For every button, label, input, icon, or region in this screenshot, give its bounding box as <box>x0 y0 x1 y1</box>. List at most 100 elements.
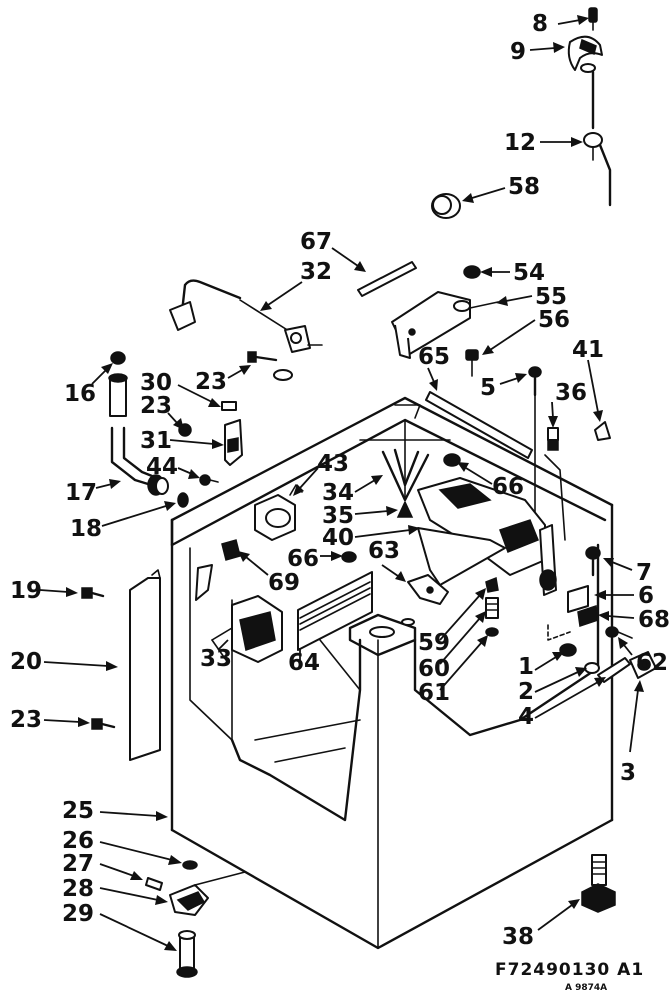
callout-59: 59 <box>418 630 450 656</box>
part-bolt-56 <box>465 349 479 377</box>
part-shield-64 <box>297 571 373 651</box>
part-nut-66a <box>443 453 461 467</box>
part-clip-30 <box>221 401 237 411</box>
callout-64: 64 <box>288 650 320 676</box>
part-screw-8 <box>588 7 598 31</box>
part-wire-harness-32 <box>169 279 323 353</box>
part-leveling-leg-38 <box>581 854 616 913</box>
callout-31: 31 <box>140 428 172 454</box>
callout-8: 8 <box>532 11 548 37</box>
callout-54: 54 <box>513 260 545 286</box>
callout-58: 58 <box>508 174 540 200</box>
callout-29: 29 <box>62 901 94 927</box>
leader-lines <box>39 15 644 951</box>
part-screw-44b <box>199 474 219 486</box>
part-plate-6 <box>567 585 589 613</box>
part-spring-60 <box>485 597 499 619</box>
part-switch-31 <box>224 419 243 466</box>
callout-68: 68 <box>638 607 670 633</box>
part-seal-2 <box>584 662 600 674</box>
part-clamp-9 <box>567 35 603 73</box>
part-bracket-55 <box>391 291 499 359</box>
part-valve-43 <box>254 484 303 541</box>
callout-56: 56 <box>538 307 570 333</box>
part-hose-12 <box>583 70 612 207</box>
callout-5: 5 <box>480 375 496 401</box>
part-plate-68 <box>577 605 599 627</box>
callout-23a: 23 <box>195 369 227 395</box>
callout-17: 17 <box>65 480 97 506</box>
callout-60: 60 <box>418 656 450 682</box>
part-clamp-44 <box>147 474 169 496</box>
callout-1: 1 <box>518 654 534 680</box>
part-pin-62 <box>605 626 633 639</box>
part-cap-3 <box>629 651 657 679</box>
diagram-footer-sub: A 9874A <box>565 983 607 993</box>
part-foot-28 <box>169 871 246 916</box>
callout-36: 36 <box>555 380 587 406</box>
callout-43: 43 <box>317 451 349 477</box>
callout-9: 9 <box>510 39 526 65</box>
callout-23b: 23 <box>140 393 172 419</box>
part-washer-26 <box>182 860 198 870</box>
part-washer-18 <box>177 492 189 508</box>
callout-25: 25 <box>62 798 94 824</box>
part-strap-67 <box>357 261 417 297</box>
callout-26: 26 <box>62 828 94 854</box>
part-plug-58 <box>431 193 461 219</box>
callout-55: 55 <box>535 284 567 310</box>
part-nut-66b <box>341 551 357 563</box>
callout-28: 28 <box>62 876 94 902</box>
callout-34: 34 <box>322 480 354 506</box>
callout-3: 3 <box>620 760 636 786</box>
part-seal-1 <box>559 643 577 657</box>
callout-40: 40 <box>322 525 354 551</box>
callout-44: 44 <box>146 454 178 480</box>
callout-2: 2 <box>518 679 534 705</box>
callout-18: 18 <box>70 516 102 542</box>
part-spring-34 <box>381 448 430 502</box>
callout-66b: 66 <box>287 546 319 572</box>
part-hose-17 <box>108 373 154 486</box>
callout-41: 41 <box>572 337 604 363</box>
callout-67: 67 <box>300 229 332 255</box>
part-clip-41 <box>594 421 611 441</box>
part-bolt-27 <box>145 877 163 891</box>
callout-labels: 8 9 12 58 67 32 54 55 56 41 16 30 23 65 … <box>10 11 670 950</box>
part-bolt-5 <box>528 366 542 541</box>
callout-32: 32 <box>300 259 332 285</box>
part-washer-61 <box>485 627 499 637</box>
part-screw-23c <box>91 718 116 730</box>
callout-23c: 23 <box>10 707 42 733</box>
part-clip-69 <box>221 539 241 561</box>
callout-35: 35 <box>322 503 354 529</box>
part-screw-59 <box>485 576 499 593</box>
part-cone-35 <box>396 500 414 518</box>
part-cap-16 <box>110 351 126 365</box>
part-bracket-63 <box>407 574 449 605</box>
callout-62: 62 <box>636 650 668 676</box>
callout-27: 27 <box>62 851 94 877</box>
callout-20: 20 <box>10 649 42 675</box>
callout-61: 61 <box>418 680 450 706</box>
part-rail-65 <box>425 391 533 459</box>
part-leg-29 <box>176 930 198 978</box>
cabinet-illustration <box>170 396 614 950</box>
callout-30: 30 <box>140 370 172 396</box>
callout-19: 19 <box>10 578 42 604</box>
callout-7: 7 <box>636 560 652 586</box>
part-panel-40 <box>417 527 506 586</box>
part-strap-side <box>195 564 213 601</box>
callout-6: 6 <box>638 583 654 609</box>
callout-38: 38 <box>502 924 534 950</box>
callout-63: 63 <box>368 538 400 564</box>
part-dashed-bracket <box>547 624 571 641</box>
part-screw-23a <box>247 351 293 381</box>
callout-66a: 66 <box>492 474 524 500</box>
part-pin-36 <box>547 427 559 451</box>
callout-12: 12 <box>504 130 536 156</box>
callout-65: 65 <box>418 344 450 370</box>
part-nut-54 <box>463 265 481 279</box>
